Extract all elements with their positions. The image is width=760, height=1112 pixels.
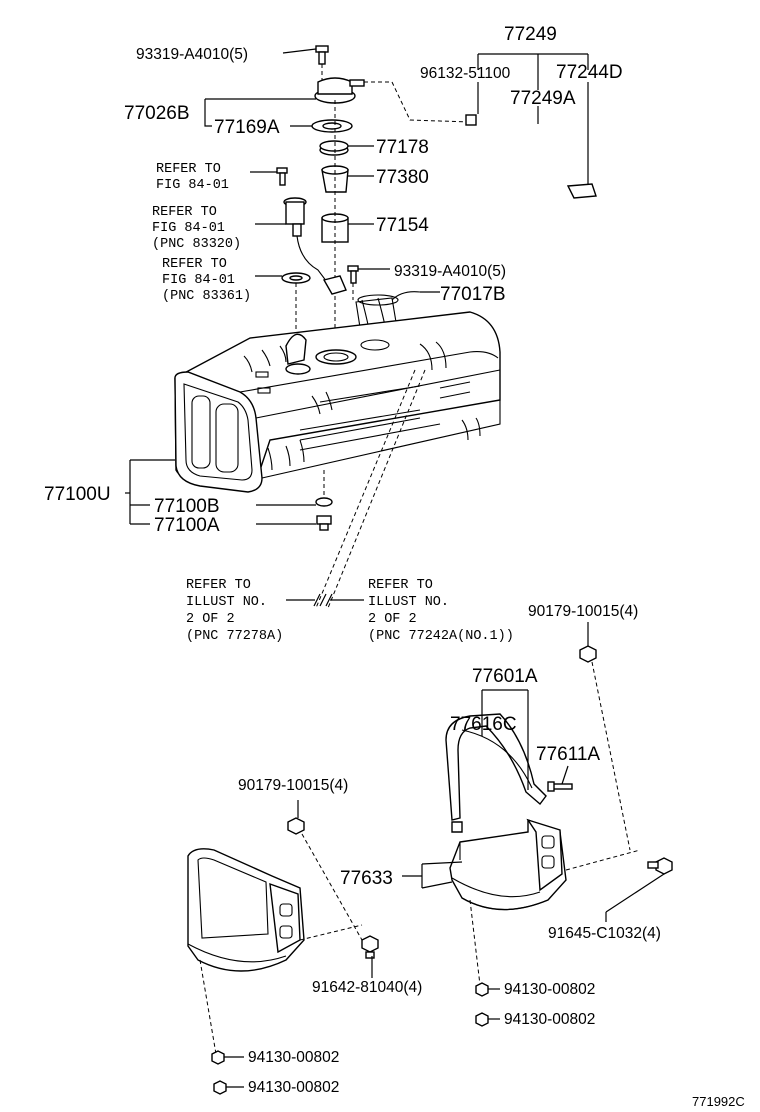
ref5-line4: (PNC 77242A(NO.1)) <box>368 629 514 644</box>
label-77100a: 77100A <box>154 515 220 536</box>
ref4-line1: REFER TO <box>186 578 251 593</box>
label-77616c: 77616C <box>450 714 517 735</box>
label-94130-right-1: 94130-00802 <box>504 981 595 998</box>
drain-plug-77100a <box>316 515 332 531</box>
ref2-line2: FIG 84-01 <box>152 221 225 236</box>
nut-94130-right-1 <box>475 982 489 997</box>
label-77249a: 77249A <box>510 88 576 109</box>
bolt-91645 <box>647 857 673 875</box>
ref2-line1: REFER TO <box>152 205 217 220</box>
nut-90179-left <box>287 817 305 835</box>
strap-77601a <box>445 713 547 833</box>
crossmember-77633-right <box>449 818 567 911</box>
label-96132: 96132-51100 <box>420 65 511 82</box>
ref5-line3: 2 OF 2 <box>368 612 417 627</box>
label-77178: 77178 <box>376 137 429 158</box>
nut-90179-right <box>579 645 597 663</box>
fuel-hose-77249 <box>465 114 597 199</box>
nut-94130-left-1 <box>211 1050 225 1065</box>
label-77244d: 77244D <box>556 62 623 83</box>
ref4-line3: 2 OF 2 <box>186 612 235 627</box>
label-77026b: 77026B <box>124 103 190 124</box>
label-94130-left-2: 94130-00802 <box>248 1079 339 1096</box>
label-93319-top: 93319-A4010(5) <box>136 46 248 63</box>
label-77601a: 77601A <box>472 666 538 687</box>
label-93319-mid: 93319-A4010(5) <box>394 263 506 280</box>
label-90179-left: 90179-10015(4) <box>238 777 348 794</box>
crossmember-77633-left <box>187 848 305 972</box>
label-94130-right-2: 94130-00802 <box>504 1011 595 1028</box>
bolt-77611a <box>547 781 573 792</box>
ref5-line1: REFER TO <box>368 578 433 593</box>
nut-94130-right-2 <box>475 1012 489 1027</box>
drain-gasket-77100b <box>315 497 333 507</box>
label-77154: 77154 <box>376 215 429 236</box>
ref2-line3: (PNC 83320) <box>152 237 241 252</box>
fuel-tank-77100u <box>174 311 501 493</box>
ref4-line2: ILLUST NO. <box>186 595 267 610</box>
sender-unit-83320 <box>283 197 347 295</box>
label-77100b: 77100B <box>154 496 220 517</box>
ref3-line2: FIG 84-01 <box>162 273 235 288</box>
bolt-91642 <box>361 935 379 959</box>
label-91642: 91642-81040(4) <box>312 979 422 996</box>
ref3-line3: (PNC 83361) <box>162 289 251 304</box>
label-77249: 77249 <box>504 24 557 45</box>
label-77017b: 77017B <box>440 284 506 305</box>
label-90179-right: 90179-10015(4) <box>528 603 638 620</box>
label-77169a: 77169A <box>214 117 280 138</box>
nut-94130-left-2 <box>213 1080 227 1095</box>
ring-77178 <box>319 140 349 156</box>
ref3-line1: REFER TO <box>162 257 227 272</box>
bolt-ref-fig <box>276 167 288 186</box>
bolt-93319-top <box>315 45 329 65</box>
bolt-93319-mid <box>347 265 359 284</box>
label-77100u: 77100U <box>44 484 111 505</box>
label-94130-left-1: 94130-00802 <box>248 1049 339 1066</box>
figure-id: 771992C <box>692 1094 745 1109</box>
sender-cap-77026b <box>314 77 365 104</box>
label-77633: 77633 <box>340 868 393 889</box>
ref4-line4: (PNC 77278A) <box>186 629 283 644</box>
ref5-line2: ILLUST NO. <box>368 595 449 610</box>
ref1-line1: REFER TO <box>156 162 221 177</box>
label-77380: 77380 <box>376 167 429 188</box>
label-77611a: 77611A <box>536 744 600 765</box>
ref1-line2: FIG 84-01 <box>156 178 229 193</box>
label-91645: 91645-C1032(4) <box>548 925 661 942</box>
